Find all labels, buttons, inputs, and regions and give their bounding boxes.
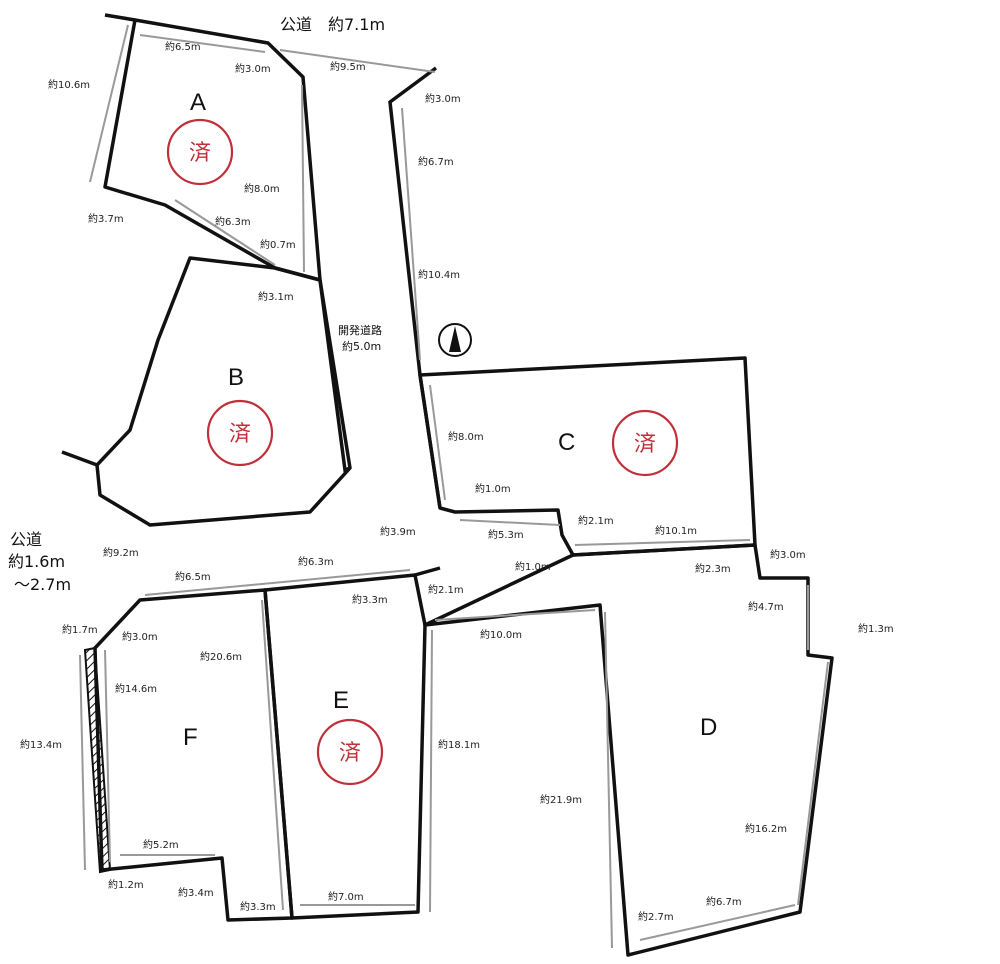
dimension-lines (79, 24, 829, 949)
dim-label: 約1.0m (475, 482, 511, 495)
dim-label: 約10.1m (655, 524, 697, 537)
dim-label: 約8.0m (448, 430, 484, 443)
west-road-width: 約1.6m (8, 552, 65, 571)
svg-text:済: 済 (229, 422, 251, 447)
dim-label: 約3.0m (425, 92, 461, 105)
dim-label: 約21.9m (540, 793, 582, 806)
dim-label: 約2.1m (578, 514, 614, 527)
dim-label: 約3.3m (240, 900, 276, 913)
dim-label: 約3.7m (88, 212, 124, 225)
dim-label: 約14.6m (115, 682, 157, 695)
dim-label: 約0.7m (260, 238, 296, 251)
dim-label: 約7.0m (328, 890, 364, 903)
dim-label: 約5.2m (143, 838, 179, 851)
dim-label: 約4.7m (748, 600, 784, 613)
dim-label: 約1.2m (108, 878, 144, 891)
divider-line (414, 566, 441, 577)
dim-label: 約8.0m (244, 182, 280, 195)
road-setback-hatch (83, 646, 112, 874)
lot-a-label: A (190, 89, 206, 116)
lot-e-sold-stamp: 済 (316, 718, 384, 786)
dim-label: 約10.0m (480, 628, 522, 641)
dim-label: 約16.2m (745, 822, 787, 835)
dim-label: 約20.6m (200, 650, 242, 663)
dim-label: 約13.4m (20, 738, 62, 751)
lot-b-label: B (228, 364, 244, 391)
north-road-label: 公道 約7.1m (280, 15, 385, 34)
dim-label: 約2.1m (428, 583, 464, 596)
svg-text:済: 済 (634, 432, 656, 457)
lot-c-sold-stamp: 済 (611, 409, 679, 477)
lot-b-sold-stamp: 済 (206, 399, 274, 467)
dim-label: 約3.0m (770, 548, 806, 561)
lot-c-outline (418, 356, 757, 557)
dim-label: 約6.7m (418, 155, 454, 168)
dim-label: 約2.7m (638, 910, 674, 923)
dim-label: 約18.1m (438, 738, 480, 751)
dim-label: 約3.0m (122, 630, 158, 643)
dim-label: 約6.3m (298, 555, 334, 568)
dim-label: 約9.5m (330, 60, 366, 73)
dim-label: 約10.4m (418, 268, 460, 281)
lot-f-label: F (183, 724, 198, 751)
lot-c-label: C (558, 429, 575, 456)
dim-label: 約6.5m (165, 40, 201, 53)
dim-label: 約3.4m (178, 886, 214, 899)
dimension-labels: 約10.6m 約6.5m 約3.0m 約9.5m 約8.0m 約3.7m 約6.… (20, 40, 894, 923)
dim-label: 約3.3m (352, 593, 388, 606)
west-road-label: 公道 (10, 530, 42, 549)
lot-a-sold-stamp: 済 (166, 118, 234, 186)
dim-label: 約10.6m (48, 78, 90, 91)
dim-label: 約3.0m (235, 62, 271, 75)
dim-label: 約1.0m (515, 560, 551, 573)
dim-label: 約1.3m (858, 622, 894, 635)
dim-label: 約9.2m (103, 546, 139, 559)
svg-text:済: 済 (339, 741, 361, 766)
dim-label: 約6.3m (215, 215, 251, 228)
dim-label: 約6.5m (175, 570, 211, 583)
dim-label: 約1.7m (62, 623, 98, 636)
lot-d-outline (423, 543, 834, 957)
dim-label: 約5.3m (488, 528, 524, 541)
dev-road-width: 約5.0m (342, 339, 381, 353)
access-road-west-edge (318, 279, 351, 473)
north-road-line (104, 13, 136, 22)
lot-d-label: D (700, 714, 717, 741)
north-arrow-icon (438, 323, 472, 357)
dev-road-label: 開発道路 (338, 323, 382, 337)
dim-label: 約3.1m (258, 290, 294, 303)
dim-label: 約3.9m (380, 525, 416, 538)
svg-text:済: 済 (189, 141, 211, 166)
dim-label: 約2.3m (695, 562, 731, 575)
lot-e-label: E (333, 687, 349, 714)
west-road-width-range: ～2.7m (14, 575, 71, 594)
lot-b-outline (95, 256, 352, 527)
dim-label: 約6.7m (706, 895, 742, 908)
lot-b-west-edge (61, 450, 98, 467)
